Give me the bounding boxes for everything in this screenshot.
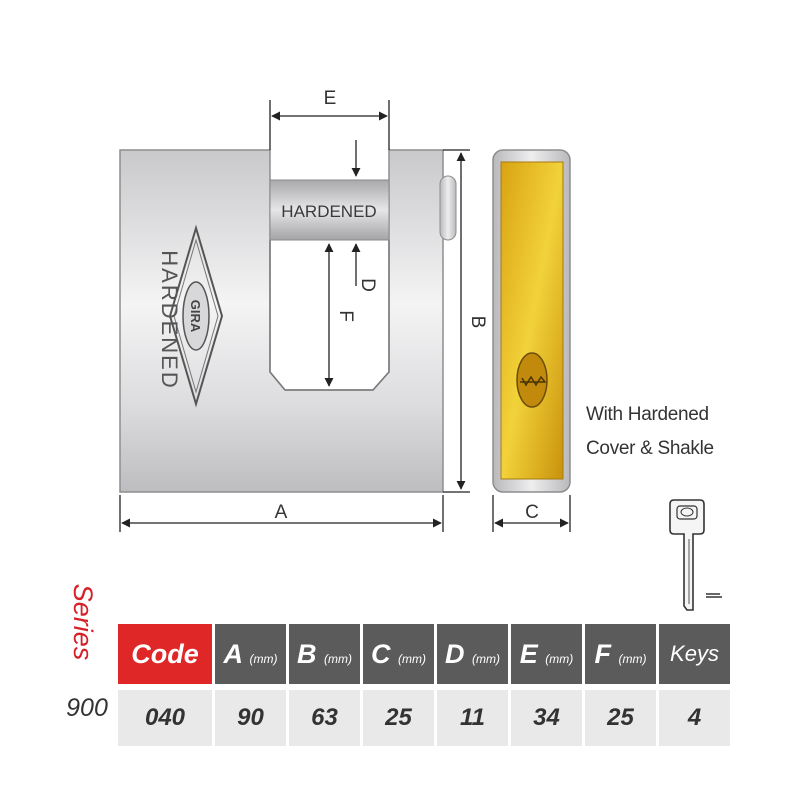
header-b-unit: (mm) xyxy=(324,651,352,666)
padlock-icon: HARDENED GIRA HARDENED xyxy=(119,149,457,493)
dim-label-d: D xyxy=(357,278,378,292)
feature-note-line1: With Hardened xyxy=(586,404,709,425)
side-pin xyxy=(439,175,457,241)
feature-note-line2: Cover & Shakle xyxy=(586,438,714,459)
header-d-letter: D xyxy=(445,638,465,669)
cell-keys: 4 xyxy=(659,690,730,746)
cell-b: 63 xyxy=(289,690,360,746)
header-c: C (mm) xyxy=(363,624,434,684)
header-e-unit: (mm) xyxy=(545,651,574,666)
header-e-letter: E xyxy=(519,638,538,669)
header-keys-letter: Keys xyxy=(670,641,719,666)
header-code: Code xyxy=(118,624,212,684)
cell-c: 25 xyxy=(363,690,434,746)
dim-label-f: F xyxy=(335,310,356,322)
feature-note: With Hardened Cover & Shakle xyxy=(586,398,766,466)
header-f-letter: F xyxy=(594,638,612,669)
header-b: B (mm) xyxy=(289,624,360,684)
header-code-letter: Code xyxy=(131,638,199,669)
key-icon xyxy=(669,499,722,611)
cell-d: 11 xyxy=(437,690,508,746)
table-row: 040 90 63 25 11 34 25 4 xyxy=(118,690,730,746)
shackle-opening xyxy=(269,240,390,391)
logo-text: GIRA xyxy=(188,300,203,333)
series-number: 900 xyxy=(66,694,108,722)
cell-a: 90 xyxy=(215,690,286,746)
header-a-unit: (mm) xyxy=(249,651,278,666)
header-c-letter: C xyxy=(371,638,391,669)
gira-logo: GIRA xyxy=(168,224,224,408)
cell-e: 34 xyxy=(511,690,582,746)
dim-label-e: E xyxy=(324,88,337,109)
cell-code: 040 xyxy=(118,690,212,746)
dim-label-c: C xyxy=(525,502,539,523)
padlock-dimension-diagram: HARDENED GIRA HARDENED xyxy=(119,88,571,532)
header-a-letter: A xyxy=(223,638,243,669)
body-text: HARDENED xyxy=(157,250,182,389)
spec-table: Code A (mm) B (mm) C (mm) D (mm) E (mm) … xyxy=(115,618,733,752)
series-label: Series xyxy=(68,583,98,661)
header-a: A (mm) xyxy=(215,624,286,684)
cell-f: 25 xyxy=(585,690,656,746)
header-b-letter: B xyxy=(297,638,317,669)
dim-label-a: A xyxy=(275,502,288,523)
dimension-lines xyxy=(119,100,571,532)
side-view xyxy=(492,149,571,493)
dim-label-b: B xyxy=(467,316,488,329)
header-d-unit: (mm) xyxy=(472,651,500,666)
shackle-bar xyxy=(269,179,390,241)
header-e: E (mm) xyxy=(511,624,582,684)
header-f: F (mm) xyxy=(585,624,656,684)
brass-cover xyxy=(500,161,564,480)
spec-header-row: Code A (mm) B (mm) C (mm) D (mm) E (mm) … xyxy=(118,624,730,684)
header-keys: Keys xyxy=(659,624,730,684)
header-d: D (mm) xyxy=(437,624,508,684)
shackle-text: HARDENED xyxy=(281,202,376,221)
header-f-unit: (mm) xyxy=(618,651,647,666)
header-c-unit: (mm) xyxy=(398,651,426,666)
